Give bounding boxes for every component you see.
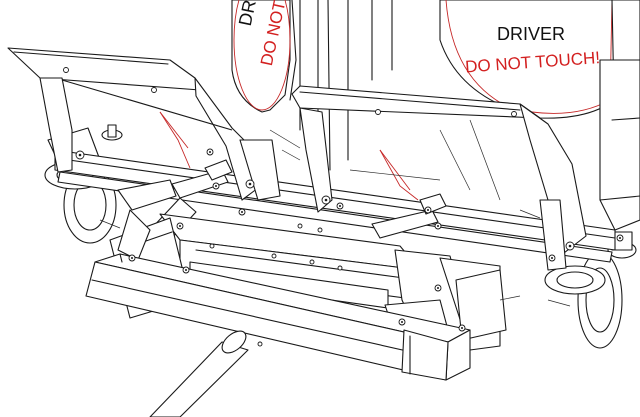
right-drum-label-driver: DRIVER: [497, 24, 565, 44]
bottom-beam: [85, 253, 471, 381]
bolts: [63, 67, 624, 347]
right-drum: DRIVER DO NOT TOUCH!: [439, 0, 640, 119]
detail-lines: [99, 119, 571, 307]
left-drum: DRIVER DO NOT TOUCH!: [231, 0, 393, 171]
right-roller-assembly: [544, 231, 637, 349]
right-housing: [599, 59, 640, 231]
drawbar: [149, 330, 249, 417]
left-handle: [7, 47, 281, 201]
right-handle: [291, 85, 587, 271]
cross-bar: [54, 149, 616, 263]
